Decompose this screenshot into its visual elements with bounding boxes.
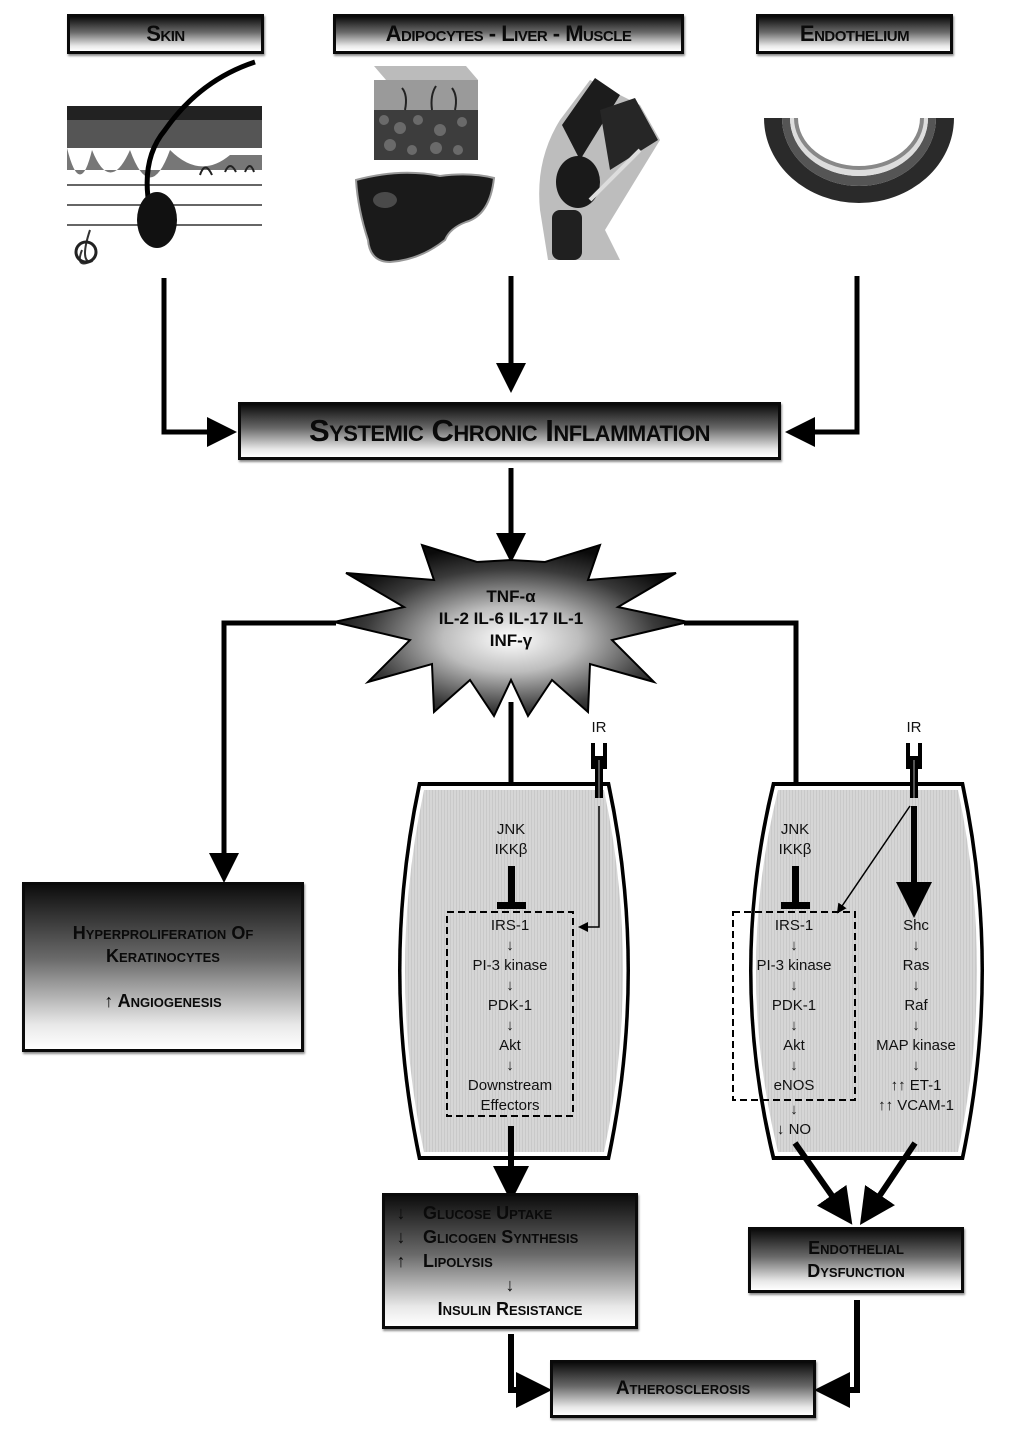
left-pathway-list: IRS-1 ↓ PI-3 kinase ↓ PDK-1 ↓ Akt ↓ Down… (447, 916, 573, 1116)
down-arrow-icon: ↓ (506, 1057, 514, 1074)
insulin-resistance-label: Insulin Resistance (437, 1299, 583, 1319)
lipolysis-label: Lipolysis (423, 1251, 493, 1271)
tissue-label-organs-text: Adipocytes - Liver - Muscle (385, 21, 632, 46)
left-step-irs1: IRS-1 (490, 917, 530, 934)
arrow-cytokines-to-keratinocytes (209, 620, 336, 883)
arrow-left-ir-to-irs1 (578, 806, 600, 932)
tissue-label-adipocytes-liver-muscle: Adipocytes - Liver - Muscle (333, 14, 684, 54)
left-jnk-ikk: JNK IKKβ (471, 820, 551, 860)
mapk-step-raf: Raf (904, 997, 928, 1014)
glycogen-synthesis-label: Glicogen Synthesis (423, 1227, 579, 1247)
right-step-irs1: IRS-1 (774, 917, 814, 934)
right-cell-body (756, 790, 977, 1152)
down-arrow-icon: ↓ (790, 977, 798, 994)
arrow-no-to-dysfunction (792, 1141, 853, 1225)
down-arrow-icon: ↓ (790, 1101, 798, 1118)
tissue-label-skin-text: Skin (146, 21, 185, 46)
endothelial-dysfunction-line1: Endothelial (808, 1238, 904, 1258)
keratinocytes-line1: Hyperproliferation Of (72, 922, 254, 943)
mapk-step-shc: Shc (903, 917, 929, 934)
metabolic-item-lipolysis: ↑ Lipolysis (395, 1249, 625, 1273)
systemic-inflammation-label: Systemic Chronic Inflammation (308, 413, 711, 448)
metabolic-item-glycogen: ↓ Glicogen Synthesis (395, 1225, 625, 1249)
left-step-akt: Akt (499, 1037, 521, 1054)
cytokine-list: TNF-α IL-2 IL-6 IL-17 IL-1 INF-γ (400, 586, 622, 652)
tissue-label-endothelium: Endothelium (756, 14, 953, 54)
atherosclerosis-box: Atherosclerosis (550, 1360, 816, 1418)
arrow-et1-to-dysfunction (859, 1141, 918, 1225)
cytokine-starburst (333, 543, 689, 719)
endothelial-dysfunction-box: Endothelial Dysfunction (748, 1227, 964, 1293)
angiogenesis-label: Angiogenesis (117, 990, 222, 1011)
up-arrow-icon: ↑ (104, 990, 114, 1011)
cytokine-tnf-alpha: TNF-α (486, 587, 536, 606)
systemic-inflammation-box: Systemic Chronic Inflammation (238, 402, 781, 460)
right-jnk-ikk: JNK IKKβ (755, 820, 835, 860)
left-step-pdk1: PDK-1 (487, 997, 533, 1014)
down-arrow-icon: ↓ (505, 1275, 515, 1295)
down-arrow-icon: ↓ (396, 1203, 406, 1223)
tissue-label-skin: Skin (67, 14, 264, 54)
mapk-step-ras: Ras (902, 957, 930, 974)
tissue-label-endothelium-text: Endothelium (799, 21, 910, 46)
right-mapk-list: Shc ↓ Ras ↓ Raf ↓ MAP kinase ↓ ↑↑ ET-1 ↑… (860, 916, 972, 1116)
right-jnk-label: JNK (780, 821, 810, 838)
down-arrow-icon: ↓ (912, 937, 920, 954)
output-et1: ↑↑ ET-1 (890, 1077, 942, 1094)
output-vcam1: ↑↑ VCAM-1 (878, 1097, 954, 1114)
arrow-metabolic-to-athero (508, 1334, 552, 1408)
left-insulin-receptor (591, 743, 607, 798)
down-arrow-icon: ↓ (912, 1017, 920, 1034)
mapk-step-map-kinase: MAP kinase (876, 1037, 956, 1054)
down-arrow-icon: ↓ (912, 1057, 920, 1074)
left-step-effectors: Effectors (480, 1097, 540, 1114)
right-pathway-box (732, 911, 856, 1101)
right-insulin-receptor (906, 743, 922, 798)
down-arrow-icon: ↓ (790, 1017, 798, 1034)
right-pathway-list: IRS-1 ↓ PI-3 kinase ↓ PDK-1 ↓ Akt ↓ eNOS… (733, 916, 855, 1140)
left-step-downstream: Downstream (467, 1077, 553, 1094)
down-arrow-icon: ↓ (790, 1057, 798, 1074)
angiogenesis-line: ↑ Angiogenesis (104, 990, 221, 1013)
down-arrow-icon: ↓ (790, 937, 798, 954)
arrow-dysfunction-to-athero (814, 1300, 860, 1408)
left-ikkb-label: IKKβ (494, 841, 528, 858)
right-ir-label: IR (906, 719, 922, 736)
down-arrow-icon: ↓ (506, 1017, 514, 1034)
down-arrow-icon: ↓ (912, 977, 920, 994)
down-arrow-icon: ↓ (506, 977, 514, 994)
left-cell-body (405, 790, 623, 1152)
right-ikkb-label: IKKβ (778, 841, 812, 858)
metabolic-outcome-box: ↓ Glucose Uptake ↓ Glicogen Synthesis ↑ … (382, 1193, 638, 1329)
arrow-skin-to-systemic (161, 278, 237, 447)
right-inhibition-bar (781, 866, 810, 909)
left-ir-label: IR (591, 719, 607, 736)
down-arrow-icon: ↓ (396, 1227, 406, 1247)
up-arrow-icon: ↑ (396, 1251, 406, 1271)
down-arrow-icon: ↓ (506, 937, 514, 954)
glucose-uptake-label: Glucose Uptake (423, 1203, 553, 1223)
left-jnk-label: JNK (496, 821, 526, 838)
keratinocytes-box: Hyperproliferation Of Keratinocytes ↑ An… (22, 882, 304, 1052)
right-step-pdk1: PDK-1 (771, 997, 817, 1014)
cytokine-interleukins: IL-2 IL-6 IL-17 IL-1 (438, 609, 584, 628)
endothelial-dysfunction-line2: Dysfunction (807, 1261, 905, 1281)
right-step-enos: eNOS (773, 1077, 815, 1094)
right-step-akt: Akt (783, 1037, 805, 1054)
keratinocytes-line2: Keratinocytes (106, 945, 220, 966)
arrow-right-ir-to-irs1 (836, 805, 911, 914)
metabolic-item-glucose: ↓ Glucose Uptake (395, 1201, 625, 1225)
cytokine-inf-gamma: INF-γ (489, 631, 533, 650)
atherosclerosis-label: Atherosclerosis (615, 1378, 751, 1399)
arrow-endothelium-to-systemic (785, 276, 860, 447)
arrow-cytokines-to-right-cell (684, 620, 811, 821)
left-inhibition-bar (497, 866, 526, 909)
right-step-no: ↓ NO (776, 1121, 812, 1138)
left-step-pi3k: PI-3 kinase (472, 957, 548, 974)
right-step-pi3k: PI-3 kinase (756, 957, 832, 974)
